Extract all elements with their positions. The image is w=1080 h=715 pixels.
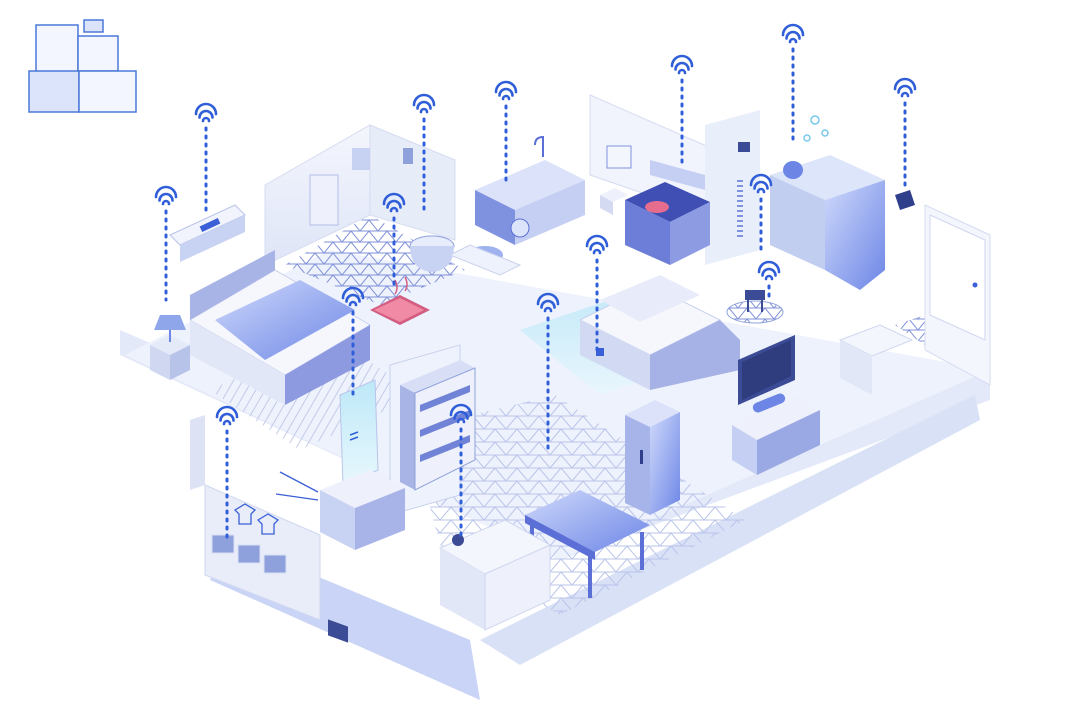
- wifi-icon: [536, 292, 560, 452]
- window-panel: [211, 534, 287, 574]
- wifi-icon: [194, 102, 218, 212]
- bed: [189, 250, 371, 405]
- wifi-icon: [757, 260, 781, 302]
- tv-set: [732, 335, 820, 475]
- bathroom-fixtures: [309, 148, 522, 276]
- wifi-icon: [893, 77, 917, 192]
- smart-cabinet: [625, 400, 680, 515]
- curtain-window: [339, 379, 379, 486]
- logo-mark: [28, 19, 137, 113]
- wifi-icon: [341, 286, 365, 402]
- wifi-icon: [585, 234, 609, 357]
- wifi-icon: [494, 80, 518, 182]
- coffee-table: [525, 490, 650, 598]
- wifi-icon: [449, 403, 473, 542]
- lamp-icon: [150, 315, 190, 380]
- air-conditioner: [169, 204, 246, 262]
- bench: [838, 324, 914, 395]
- bookshelf: [400, 360, 476, 491]
- floor-heater: [370, 276, 430, 325]
- wifi-icon: [154, 185, 178, 302]
- wifi-icon: [382, 192, 406, 292]
- robot-dog-icon: [726, 290, 784, 324]
- sideboard: [438, 519, 552, 631]
- wifi-icon: [670, 54, 694, 167]
- wifi-icon: [749, 173, 773, 257]
- wardrobe: [737, 142, 885, 290]
- kitchen: [475, 135, 710, 265]
- wifi-icon: [781, 23, 805, 142]
- air-purifier-bubbles: [803, 115, 829, 142]
- wifi-icon: [215, 405, 239, 542]
- wifi-icon: [412, 93, 436, 217]
- sofa: [578, 275, 740, 390]
- dryer-icon: [233, 470, 405, 643]
- wifi-signals: [154, 23, 917, 542]
- front-door: [895, 190, 986, 341]
